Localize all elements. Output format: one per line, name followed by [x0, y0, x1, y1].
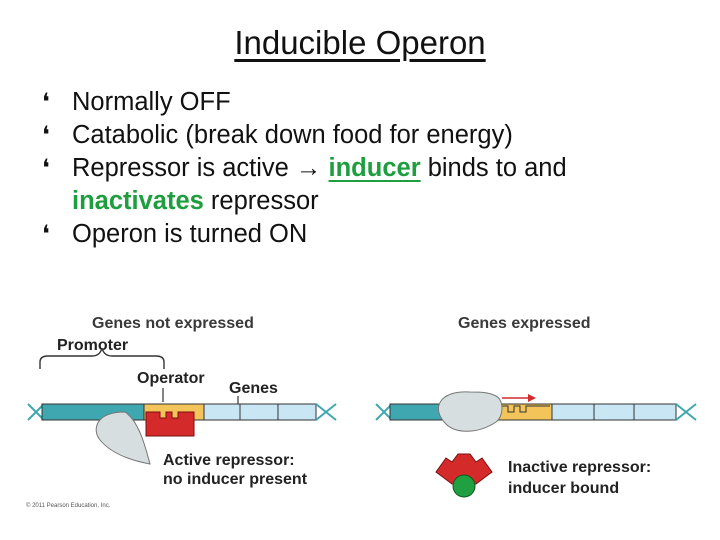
genes-segment	[551, 403, 677, 421]
bullet-text: binds to and	[420, 154, 567, 182]
promoter-label: Promoter	[57, 337, 129, 354]
bullet-text: Operon is turned ON	[72, 220, 308, 248]
bullet-list: ❛ Normally OFF ❛ Catabolic (break down f…	[42, 86, 702, 251]
genes-segment	[203, 403, 317, 421]
active-repressor-caption: Active repressor:	[163, 452, 295, 469]
bullet-mark-icon: ❛	[42, 221, 50, 248]
genes-not-expressed-heading: Genes not expressed	[92, 315, 254, 332]
genes-expressed-heading: Genes expressed	[458, 315, 591, 332]
operator-label: Operator	[137, 370, 205, 387]
copyright-text: © 2011 Pearson Education, Inc.	[26, 503, 111, 509]
bullet-mark-icon: ❛	[42, 122, 50, 149]
bullet-text: Catabolic (break down food for energy)	[72, 121, 513, 149]
bullet-mark-icon: ❛	[42, 89, 50, 116]
bullet-catabolic: ❛ Catabolic (break down food for energy)	[42, 119, 702, 152]
rna-polymerase-blob	[95, 411, 151, 465]
genes-label: Genes	[229, 380, 278, 397]
transcription-arrowhead-icon	[528, 394, 536, 402]
operator-notch	[500, 405, 550, 413]
inactive-repressor-group	[435, 453, 493, 498]
inactivates-term: inactivates	[72, 187, 204, 215]
bullet-text: Normally OFF	[72, 88, 231, 116]
right-arrow-icon: →	[295, 154, 322, 182]
inactive-repressor-icon	[435, 453, 493, 485]
operon-diagram	[27, 347, 697, 498]
dna-helix-end-icon	[675, 403, 697, 421]
active-repressor-icon	[145, 411, 195, 437]
dna-helix-end-icon	[315, 403, 337, 421]
bullet-normally-off: ❛ Normally OFF	[42, 86, 702, 119]
bullet-operon-on: ❛ Operon is turned ON	[42, 218, 702, 251]
rna-polymerase-blob	[437, 391, 503, 432]
bullet-mark-icon: ❛	[42, 155, 50, 182]
bullet-text: Repressor is active	[72, 154, 296, 182]
inactive-repressor-caption: Inactive repressor:	[508, 459, 652, 476]
left-dna-strand	[27, 403, 337, 421]
right-dna-strand	[375, 403, 697, 421]
inducer-molecule-icon	[452, 474, 476, 498]
no-inducer-caption: no inducer present	[163, 471, 308, 488]
promoter-bracket	[39, 347, 165, 369]
inducer-bound-caption: inducer bound	[508, 480, 620, 497]
bullet-repressor-active: ❛ Repressor is active → inducer binds to…	[42, 152, 702, 218]
bullet-text: repressor	[203, 187, 319, 215]
slide-title: Inducible Operon	[234, 24, 486, 61]
inducer-term: inducer	[328, 154, 421, 182]
